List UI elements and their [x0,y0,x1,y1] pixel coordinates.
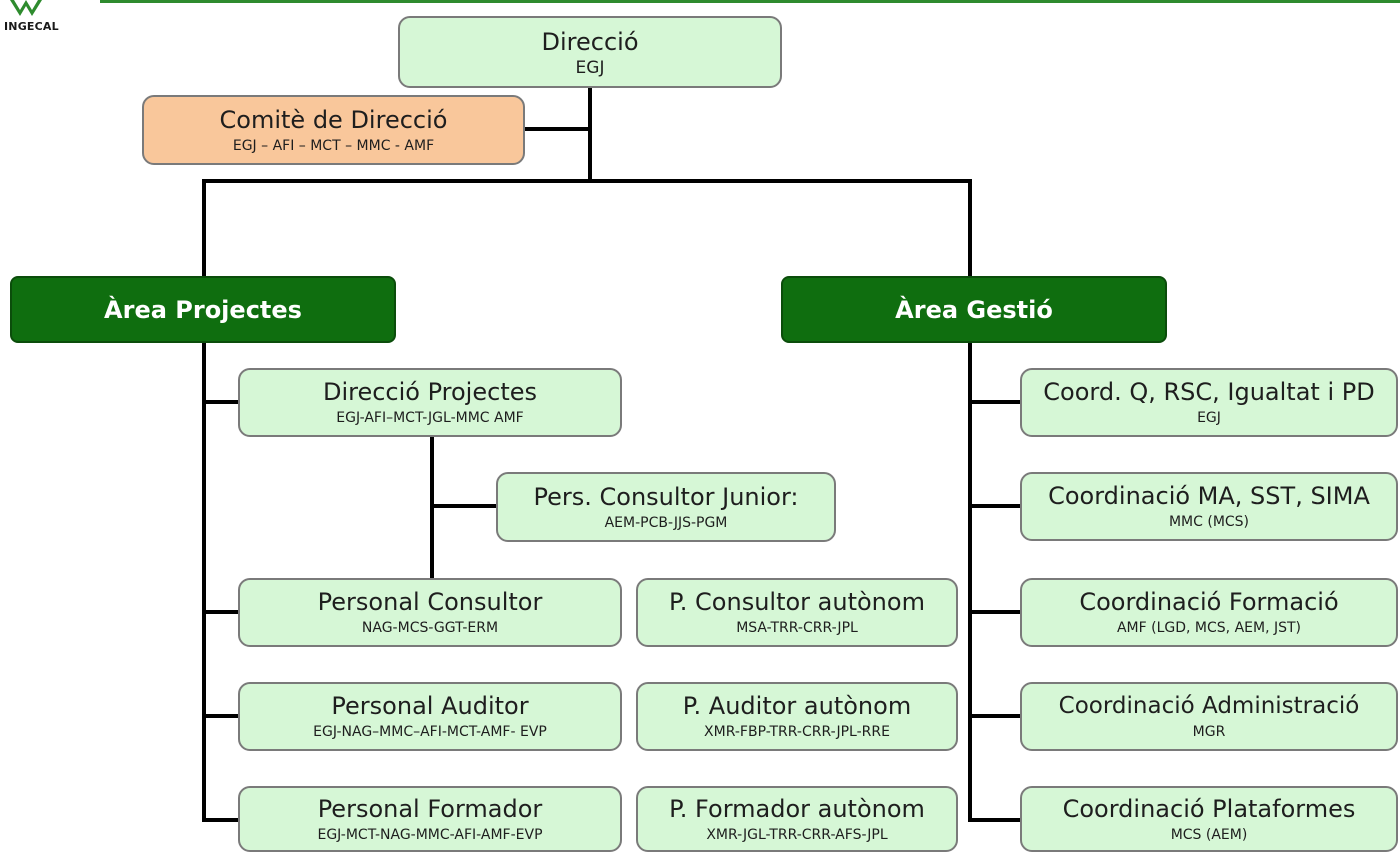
direccio-node: Direcció EGJ [398,16,782,88]
node-members: MSA-TRR-CRR-JPL [736,620,858,636]
auditor-autonom-node: P. Auditor autònom XMR-FBP-TRR-CRR-JPL-R… [636,682,958,751]
node-members: EGJ – AFI – MCT – MMC - AMF [232,137,435,154]
comite-direccio-node: Comitè de Direcció EGJ – AFI – MCT – MMC… [142,95,525,165]
node-title: Personal Auditor [331,692,529,720]
node-title: Coordinació Administració [1058,693,1360,719]
node-title: Direcció [541,27,639,56]
node-members: MCS (AEM) [1170,826,1248,843]
node-title: P. Formador autònom [669,794,925,823]
header-rule [100,0,1400,3]
node-members: EGJ-AFI–MCT-JGL-MMC AMF [336,410,524,426]
node-members: EGJ [575,57,605,78]
node-title: Direcció Projectes [322,378,537,406]
node-title: P. Consultor autònom [669,588,925,616]
node-members: MMC (MCS) [1168,514,1250,530]
node-title: Coordinació MA, SST, SIMA [1048,482,1370,510]
node-title: Àrea Gestió [895,295,1053,324]
logo-text: INGECAL [4,20,59,33]
node-members: AEM-PCB-JJS-PGM [604,514,728,531]
consultor-junior-node: Pers. Consultor Junior: AEM-PCB-JJS-PGM [496,472,836,542]
node-members: NAG-MCS-GGT-ERM [361,620,499,636]
node-members: EGJ [1197,410,1221,426]
node-title: P. Auditor autònom [682,692,912,720]
ingecal-logo: INGECAL [0,0,100,38]
node-title: Pers. Consultor Junior: [533,482,799,511]
coord-formacio-node: Coordinació Formació AMF (LGD, MCS, AEM,… [1020,578,1398,647]
personal-auditor-node: Personal Auditor EGJ-NAG–MMC–AFI-MCT-AMF… [238,682,622,751]
coord-q-node: Coord. Q, RSC, Igualtat i PD EGJ [1020,368,1398,437]
coord-administracio-node: Coordinació Administració MGR [1020,682,1398,751]
coord-ma-node: Coordinació MA, SST, SIMA MMC (MCS) [1020,472,1398,541]
direccio-projectes-node: Direcció Projectes EGJ-AFI–MCT-JGL-MMC A… [238,368,622,437]
formador-autonom-node: P. Formador autònom XMR-JGL-TRR-CRR-AFS-… [636,786,958,852]
node-title: Personal Formador [317,794,543,823]
area-projectes-node: Àrea Projectes [10,276,396,343]
consultor-autonom-node: P. Consultor autònom MSA-TRR-CRR-JPL [636,578,958,647]
node-title: Personal Consultor [317,588,543,616]
node-members: AMF (LGD, MCS, AEM, JST) [1116,620,1302,636]
node-members: XMR-JGL-TRR-CRR-AFS-JPL [706,826,888,843]
node-members: MGR [1192,724,1226,740]
node-title: Coord. Q, RSC, Igualtat i PD [1043,378,1375,406]
area-gestio-node: Àrea Gestió [781,276,1167,343]
node-title: Coordinació Formació [1079,588,1339,616]
personal-consultor-node: Personal Consultor NAG-MCS-GGT-ERM [238,578,622,647]
node-title: Comitè de Direcció [219,105,448,134]
node-members: EGJ-NAG–MMC–AFI-MCT-AMF- EVP [313,724,547,740]
personal-formador-node: Personal Formador EGJ-MCT-NAG-MMC-AFI-AM… [238,786,622,852]
logo-mark-icon [10,0,42,16]
coord-plataformes-node: Coordinació Plataformes MCS (AEM) [1020,786,1398,852]
node-title: Àrea Projectes [104,295,302,324]
node-members: XMR-FBP-TRR-CRR-JPL-RRE [704,724,890,740]
node-members: EGJ-MCT-NAG-MMC-AFI-AMF-EVP [317,826,543,843]
node-title: Coordinació Plataformes [1062,794,1356,823]
